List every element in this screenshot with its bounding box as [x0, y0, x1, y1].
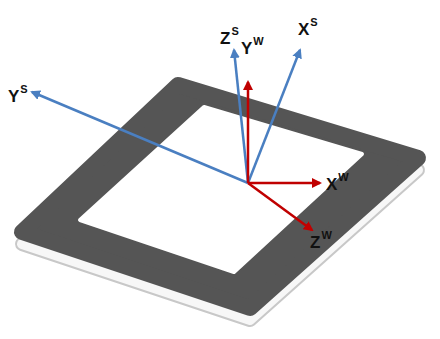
phone-body	[22, 85, 418, 308]
axis-arrow	[247, 82, 250, 183]
axis-arrow	[248, 183, 312, 230]
axis-arrow	[248, 50, 300, 183]
axis-label: Y	[241, 40, 252, 57]
axis-superscript: W	[253, 36, 263, 47]
axis-arrow	[32, 92, 248, 183]
axis-label: Z	[310, 234, 320, 251]
axis-superscript: W	[321, 230, 331, 241]
axis-label: X	[326, 176, 337, 193]
axis-superscript: S	[20, 84, 27, 95]
axis-arrow	[234, 50, 248, 183]
axis-superscript: S	[310, 17, 317, 28]
axis-arrow	[248, 182, 320, 185]
axis-superscript: W	[338, 172, 348, 183]
axis-superscript: S	[231, 26, 238, 37]
phone-screen	[80, 107, 362, 272]
axis-label: Z	[220, 30, 230, 47]
axes	[32, 50, 320, 230]
axis-label: X	[298, 21, 309, 38]
axis-label: Y	[8, 88, 19, 105]
